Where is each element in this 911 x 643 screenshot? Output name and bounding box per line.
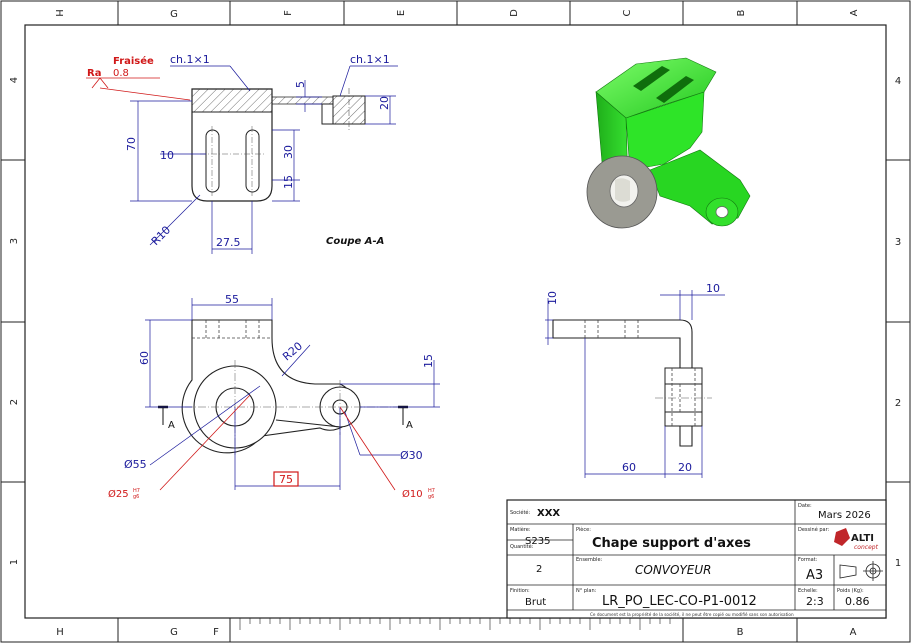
col-label-b-bottom: B [737, 627, 744, 638]
dim-phi30: Ø30 [400, 449, 423, 462]
col-label-e: E [396, 10, 407, 16]
finition-label: Finition: [510, 588, 530, 594]
date-label: Date: [798, 503, 812, 509]
hole1-tol-upper: H7 [133, 488, 140, 494]
dim-10: 10 [160, 149, 174, 162]
dim-r20: R20 [280, 339, 305, 363]
row-label-2-right: 2 [895, 398, 901, 409]
plan-value: LR_PO_LEC-CO-P1-0012 [602, 594, 757, 609]
plan-label: N° plan: [576, 588, 597, 594]
poids-value: 0.86 [845, 595, 870, 608]
date-value: Mars 2026 [818, 510, 871, 521]
row-label-4-left: 4 [9, 77, 20, 83]
chamfer-label-right: ch.1×1 [350, 53, 390, 66]
logo-text: ALTI [851, 533, 874, 544]
finish-label: Fraisée [113, 55, 154, 67]
section-mark-right: A [406, 420, 413, 431]
front-view: A A 55 60 R20 15 [108, 293, 440, 500]
title-block: Société: XXX Date: Mars 2026 Matière: S2… [506, 499, 887, 619]
quantite-value: 2 [536, 564, 542, 575]
dim-15-front: 15 [422, 354, 435, 368]
logo-subtext: concept [854, 544, 879, 551]
dim-75: 75 [279, 473, 293, 486]
piece-label: Pièce: [576, 526, 591, 533]
part-3d-view [586, 57, 751, 229]
chamfer-label-left: ch.1×1 [170, 53, 210, 66]
hole2-diameter: Ø10 [402, 488, 423, 500]
col-label-g: G [170, 9, 178, 20]
row-label-2-left: 2 [9, 399, 20, 405]
ensemble-label: Ensemble: [576, 557, 603, 563]
side-dim-20: 20 [678, 461, 692, 474]
dim-r10: R10 [149, 223, 173, 247]
matiere-value: S235 [525, 536, 550, 547]
format-value: A3 [806, 568, 823, 583]
piece-value: Chape support d'axes [592, 536, 751, 551]
quantite-label: Quantité: [510, 543, 534, 550]
format-label: Format: [798, 557, 818, 563]
societe-label: Société: [510, 509, 530, 516]
col-label-h: H [53, 9, 64, 17]
col-label-c: C [622, 9, 633, 16]
row-label-3-right: 3 [895, 237, 901, 248]
dim-27-5: 27.5 [216, 236, 241, 249]
finition-value: Brut [525, 597, 546, 608]
dim-5: 5 [294, 81, 307, 88]
dim-30: 30 [282, 145, 295, 159]
dim-70: 70 [125, 137, 138, 151]
col-label-d: D [509, 9, 520, 17]
dim-60: 60 [138, 351, 151, 365]
matiere-label: Matière: [510, 526, 531, 533]
col-label-h-bottom: H [56, 627, 64, 638]
row-label-3-left: 3 [9, 238, 20, 244]
ra-value: 0.8 [113, 68, 129, 79]
row-label-1-right: 1 [895, 558, 901, 569]
row-label-1-left: 1 [9, 559, 20, 565]
hole2-tol-upper: H7 [428, 488, 435, 494]
section-mark-left: A [168, 420, 175, 431]
echelle-label: Echelle: [798, 588, 818, 594]
col-label-b: B [736, 9, 747, 16]
side-dim-10-left: 10 [546, 291, 559, 305]
dessine-label: Dessiné par: [798, 526, 830, 533]
col-label-a-bottom: A [850, 627, 857, 638]
col-label-f: F [283, 10, 294, 16]
side-dim-10-top: 10 [706, 282, 720, 295]
col-label-f-bottom: F [213, 627, 219, 638]
row-label-4-right: 4 [895, 76, 901, 87]
hole1-tol-lower: g6 [133, 494, 139, 500]
hole1-diameter: Ø25 [108, 488, 129, 500]
dim-55: 55 [225, 293, 239, 306]
side-view: 10 10 60 20 [545, 282, 725, 478]
ensemble-value: CONVOYEUR [635, 563, 712, 577]
echelle-value: 2:3 [806, 595, 824, 608]
dim-20: 20 [378, 96, 391, 110]
col-label-a: A [849, 9, 860, 16]
company-logo: ALTI concept [834, 528, 879, 551]
societe-value: XXX [537, 508, 560, 519]
dim-phi55: Ø55 [124, 458, 147, 471]
hole2-tol-lower: g6 [428, 494, 434, 500]
section-view-a-a: Fraisée Ra 0.8 ch.1×1 ch.1×1 5 20 70 10 … [86, 53, 398, 254]
col-label-g-bottom: G [170, 627, 178, 638]
ra-label: Ra [87, 68, 101, 79]
section-caption: Coupe A-A [326, 236, 384, 247]
poids-label: Poids (Kg): [837, 588, 864, 594]
ownership-notice: Ce document est la propriété de la socié… [590, 612, 794, 617]
side-dim-60: 60 [622, 461, 636, 474]
projection-symbol-icon [839, 561, 883, 581]
dim-15: 15 [282, 175, 295, 189]
